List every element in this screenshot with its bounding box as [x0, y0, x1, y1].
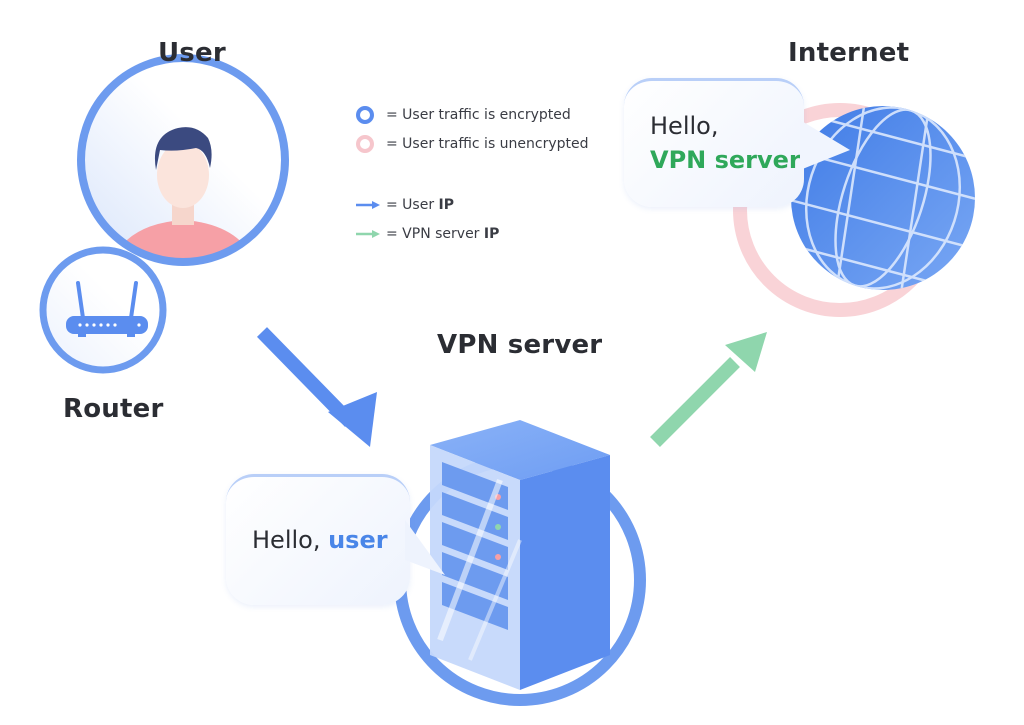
bubble-highlight-vpn-server: VPN server	[650, 146, 801, 174]
blue-ring-icon	[356, 106, 374, 124]
user-avatar-icon	[77, 54, 289, 266]
internet-label: Internet	[788, 38, 910, 68]
internet-speech-bubble: Hello, VPN server	[624, 78, 804, 207]
user-label: User	[158, 38, 226, 68]
router-icon	[39, 246, 167, 374]
bubble-greeting: Hello,	[650, 112, 719, 140]
vpn-server-label: VPN server	[437, 330, 603, 360]
server-rack-icon	[430, 420, 610, 690]
user-ip-arrow	[256, 327, 377, 447]
legend-item-user-ip: = User IP	[356, 197, 454, 213]
green-arrow-icon	[356, 230, 380, 238]
legend-item-vpn-ip: = VPN server IP	[356, 226, 499, 242]
vpn-server-ip-arrow	[650, 332, 767, 447]
vpn-speech-bubble: Hello, user	[226, 474, 410, 605]
bubble-greeting: Hello,	[252, 526, 329, 554]
router-label: Router	[63, 394, 164, 424]
blue-arrow-icon	[356, 201, 380, 209]
legend-item-encrypted: = User traffic is encrypted	[356, 106, 571, 124]
legend-item-unencrypted: = User traffic is unencrypted	[356, 135, 589, 153]
pink-ring-icon	[356, 135, 374, 153]
bubble-highlight-user: user	[328, 526, 388, 554]
